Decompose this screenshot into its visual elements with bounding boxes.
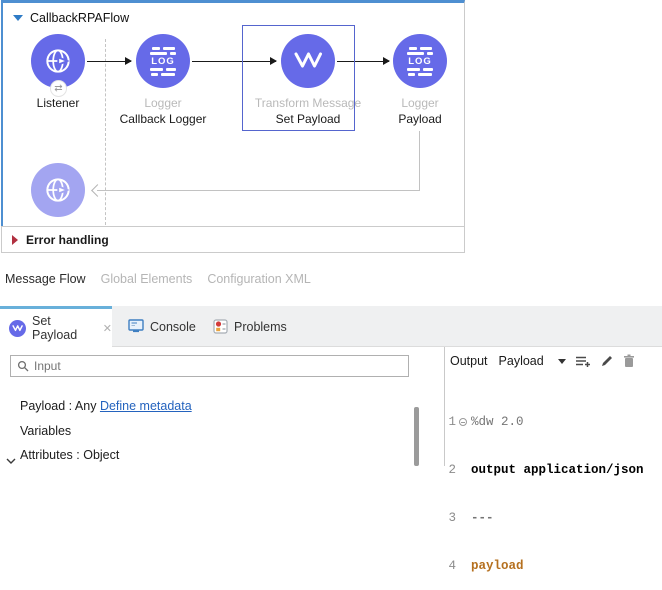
console-icon bbox=[128, 319, 144, 333]
error-handling-section[interactable]: Error handling bbox=[1, 226, 465, 253]
connector-return-vertical bbox=[419, 131, 420, 191]
node-listener-response[interactable] bbox=[31, 163, 85, 217]
attributes-label: Attributes : Object bbox=[20, 448, 120, 462]
flow-header[interactable]: CallbackRPAFlow bbox=[13, 11, 129, 25]
chevron-down-icon[interactable] bbox=[6, 451, 16, 469]
problems-icon bbox=[213, 319, 228, 334]
source-lane-divider bbox=[105, 39, 106, 225]
search-icon bbox=[17, 360, 29, 372]
code-line: 4 payload bbox=[448, 559, 524, 573]
connector-return-arrow-icon bbox=[91, 184, 104, 197]
variables-label: Variables bbox=[20, 424, 72, 438]
collapse-triangle-icon[interactable] bbox=[13, 15, 23, 21]
output-scope-value[interactable]: Payload bbox=[498, 354, 544, 368]
attributes-tree-row[interactable]: Attributes : Object bbox=[20, 448, 119, 462]
connector-arrow-1 bbox=[87, 57, 132, 66]
globe-icon bbox=[46, 49, 70, 73]
variables-tree-row[interactable]: Variables bbox=[20, 424, 71, 438]
tab-set-payload[interactable]: Set Payload ✕ bbox=[0, 306, 112, 347]
edit-pencil-icon[interactable] bbox=[600, 354, 614, 368]
editor-view-tabs: Message Flow Global Elements Configurati… bbox=[5, 272, 311, 286]
dataweave-tab-icon bbox=[9, 319, 26, 337]
tab-set-payload-label: Set Payload bbox=[32, 314, 78, 342]
output-header: Output Payload bbox=[450, 354, 635, 368]
close-icon[interactable]: ✕ bbox=[102, 322, 112, 335]
node-callback-logger[interactable]: LOG bbox=[136, 34, 190, 88]
define-metadata-link[interactable]: Define metadata bbox=[99, 399, 192, 413]
node-set-payload-type: Transform Message bbox=[254, 96, 362, 110]
selected-node-outline bbox=[242, 25, 355, 131]
node-payload-logger-label: Payload bbox=[398, 112, 442, 126]
input-search-field[interactable]: Input bbox=[10, 355, 409, 377]
node-listener-label: Listener bbox=[36, 96, 80, 110]
delete-trash-icon[interactable] bbox=[623, 354, 635, 368]
flow-canvas[interactable]: CallbackRPAFlow ⇄ Listener LOG Logger C bbox=[1, 0, 465, 226]
scope-dropdown-caret-icon[interactable] bbox=[557, 358, 566, 364]
globe-icon bbox=[46, 178, 70, 202]
payload-tree-row[interactable]: Payload : Any Define metadata bbox=[20, 399, 192, 413]
listener-exchange-badge[interactable]: ⇄ bbox=[50, 80, 67, 97]
log-icon: LOG bbox=[407, 46, 433, 76]
tab-problems[interactable]: Problems bbox=[205, 306, 287, 347]
expand-triangle-icon[interactable] bbox=[12, 234, 18, 245]
left-pane-scrollbar[interactable] bbox=[414, 407, 419, 466]
payload-type-label: Payload : Any bbox=[20, 399, 97, 413]
node-set-payload-label: Set Payload bbox=[275, 112, 341, 126]
code-line: 3 --- bbox=[448, 511, 494, 525]
dataweave-code-editor[interactable]: 1 %dw 2.0 2 output application/json 3 --… bbox=[446, 382, 662, 590]
tab-console-label: Console bbox=[150, 319, 196, 334]
tab-configuration-xml[interactable]: Configuration XML bbox=[207, 272, 311, 286]
tab-console[interactable]: Console bbox=[120, 306, 196, 347]
node-payload-logger-type: Logger bbox=[401, 96, 439, 110]
fold-collapse-icon[interactable] bbox=[456, 418, 469, 426]
flow-name: CallbackRPAFlow bbox=[30, 11, 130, 25]
connector-arrow-3 bbox=[337, 57, 390, 66]
tab-message-flow[interactable]: Message Flow bbox=[5, 272, 86, 286]
error-handling-label: Error handling bbox=[26, 232, 109, 247]
add-output-icon[interactable] bbox=[575, 355, 591, 368]
tab-problems-label: Problems bbox=[234, 319, 287, 334]
code-line: 2 output application/json bbox=[448, 463, 644, 477]
dataweave-icon bbox=[294, 52, 322, 68]
search-placeholder: Input bbox=[34, 359, 61, 373]
tab-global-elements[interactable]: Global Elements bbox=[100, 272, 193, 286]
log-icon: LOG bbox=[150, 46, 176, 76]
exchange-arrows-icon: ⇄ bbox=[54, 83, 63, 94]
node-callback-logger-type: Logger bbox=[144, 96, 182, 110]
connector-return-horizontal bbox=[97, 190, 420, 191]
connector-arrow-2 bbox=[192, 57, 277, 66]
node-set-payload[interactable] bbox=[281, 34, 335, 88]
node-payload-logger[interactable]: LOG bbox=[393, 34, 447, 88]
anypoint-studio-window: { "flow": { "name": "CallbackRPAFlow", "… bbox=[0, 0, 662, 573]
node-callback-logger-label: Callback Logger bbox=[119, 112, 207, 126]
pane-divider[interactable] bbox=[444, 347, 445, 466]
output-label: Output bbox=[450, 354, 488, 368]
node-listener[interactable] bbox=[31, 34, 85, 88]
code-line: 1 %dw 2.0 bbox=[448, 415, 524, 429]
